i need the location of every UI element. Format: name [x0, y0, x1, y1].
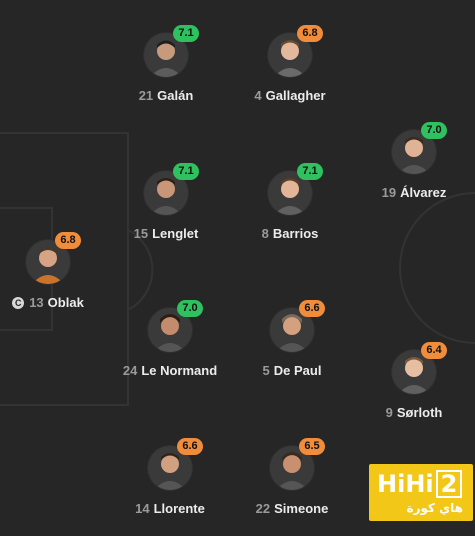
player-number: 8 [261, 226, 269, 241]
watermark-brand-two: 2 [435, 470, 463, 498]
player-number: 24 [122, 363, 138, 378]
penalty-arc [127, 229, 154, 311]
rating-badge: 6.8 [55, 232, 81, 249]
rating-badge: 7.1 [297, 163, 323, 180]
player-name: Sørloth [396, 405, 443, 420]
rating-badge: 7.0 [177, 300, 203, 317]
player-number: 4 [254, 88, 262, 103]
rating-badge: 6.5 [299, 438, 325, 455]
player-number: 13 [29, 295, 44, 310]
player-name: De Paul [273, 363, 322, 378]
watermark-brand-main: HiHi [377, 470, 434, 498]
rating-badge: 7.1 [173, 25, 199, 42]
rating-badge: 6.4 [421, 342, 447, 359]
rating-badge: 6.6 [177, 438, 203, 455]
rating-badge: 6.8 [297, 25, 323, 42]
player-name: Oblak [47, 295, 84, 310]
player-number: 22 [255, 501, 271, 516]
rating-badge: 7.0 [421, 122, 447, 139]
player-number: 19 [381, 185, 397, 200]
player-number: 14 [135, 501, 150, 516]
rating-badge: 7.1 [173, 163, 199, 180]
player-name: Simeone [274, 501, 329, 516]
center-circle [399, 192, 475, 344]
penalty-area [0, 132, 129, 406]
player-name: Llorente [153, 501, 205, 516]
player-number: 5 [262, 363, 270, 378]
rating-badge: 6.6 [299, 300, 325, 317]
player-name: Le Normand [141, 363, 218, 378]
player-name: Álvarez [400, 185, 447, 200]
player-number: 21 [138, 88, 154, 103]
player-number: 9 [385, 405, 393, 420]
player-number: 15 [133, 226, 149, 241]
player-name: Barrios [272, 226, 319, 241]
player-name: Gallagher [265, 88, 326, 103]
watermark-subtitle: هاي كورة [406, 501, 464, 515]
player-name: Lenglet [152, 226, 199, 241]
captain-badge-icon: C [12, 297, 25, 309]
player-photo [26, 240, 70, 284]
player-name: Galán [157, 88, 194, 103]
